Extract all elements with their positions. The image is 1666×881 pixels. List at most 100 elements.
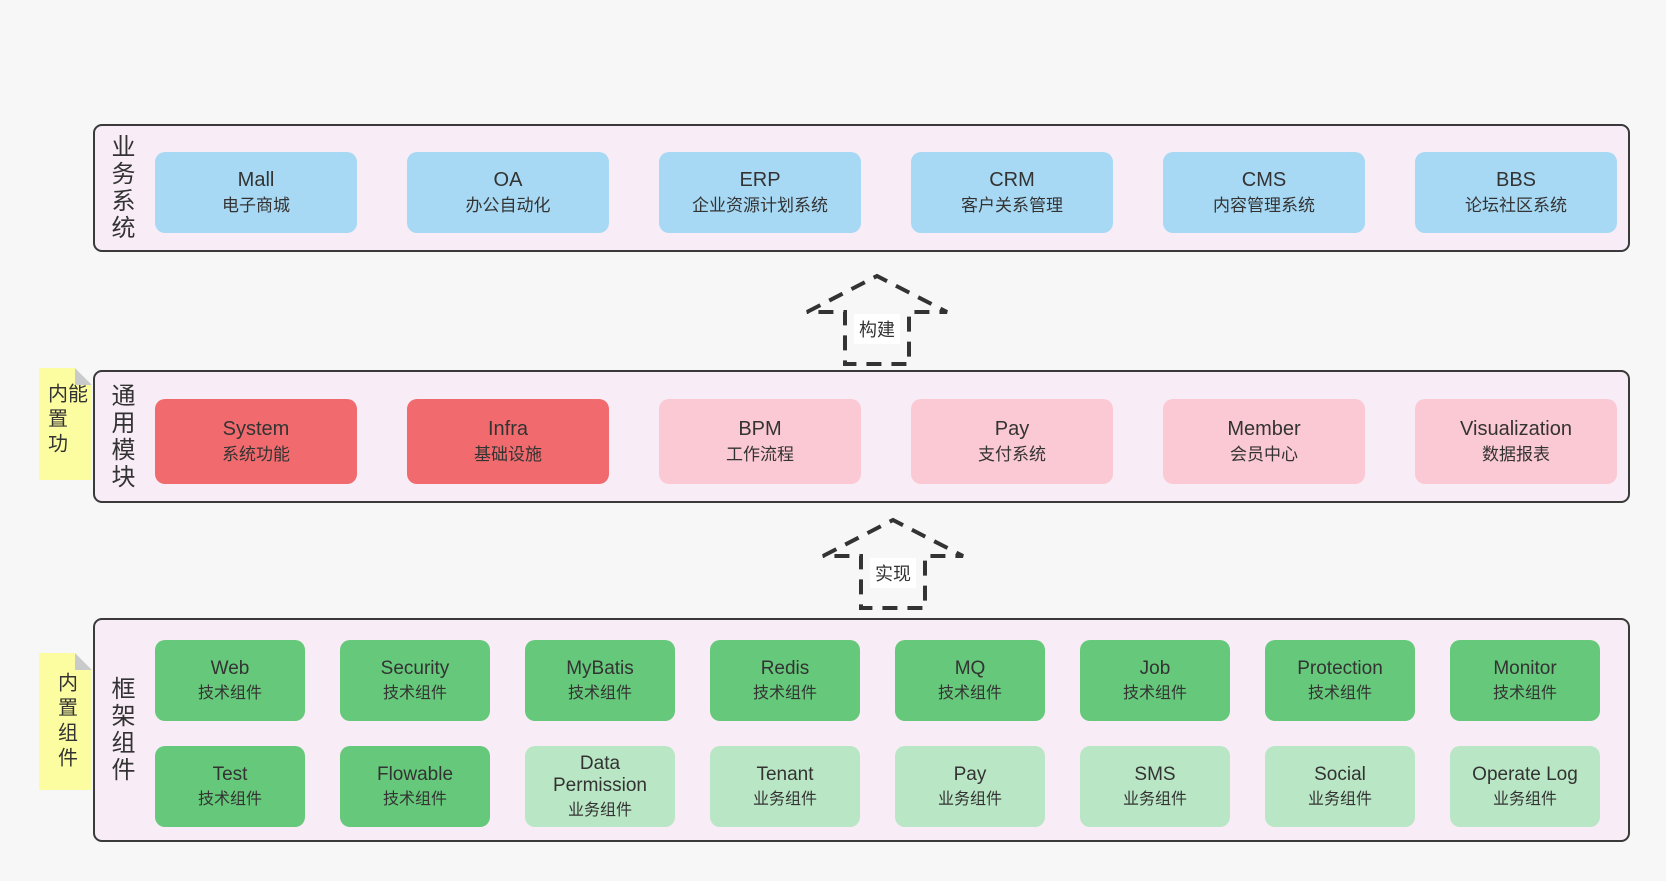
box-mq: MQ 技术组件: [895, 640, 1045, 721]
box-subtitle: 技术组件: [382, 684, 447, 702]
band-label: 通用模块: [107, 382, 134, 491]
box-subtitle: 技术组件: [752, 684, 817, 702]
box-title: Flowable: [376, 764, 454, 785]
box-subtitle: 基础设施: [474, 445, 542, 465]
box-infra: Infra 基础设施: [407, 399, 609, 484]
box-title: Web: [210, 658, 250, 679]
box-subtitle: 系统功能: [222, 445, 290, 465]
box-subtitle: 技术组件: [567, 684, 632, 702]
box-title: CRM: [989, 169, 1035, 192]
box-subtitle: 技术组件: [197, 684, 262, 702]
box-title: Visualization: [1460, 418, 1572, 441]
box-title: MyBatis: [566, 658, 634, 679]
framework-row-1: Web 技术组件 Security 技术组件 MyBatis 技术组件 Redi…: [155, 640, 1600, 721]
box-title: Monitor: [1493, 658, 1557, 679]
box-tenant: Tenant 业务组件: [710, 746, 860, 827]
box-job: Job 技术组件: [1080, 640, 1230, 721]
box-monitor: Monitor 技术组件: [1450, 640, 1600, 721]
box-pay-component: Pay 业务组件: [895, 746, 1045, 827]
build-arrow-label: 构建: [854, 314, 900, 344]
box-title: Pay: [994, 418, 1030, 441]
box-sms: SMS 业务组件: [1080, 746, 1230, 827]
box-cms: CMS 内容管理系统: [1163, 152, 1365, 233]
box-redis: Redis 技术组件: [710, 640, 860, 721]
framework-row-2: Test 技术组件 Flowable 技术组件 Data Permission …: [155, 746, 1600, 827]
sticky-note-builtin-components: 内置组件: [39, 653, 92, 790]
box-erp: ERP 企业资源计划系统: [659, 152, 861, 233]
box-operate-log: Operate Log 业务组件: [1450, 746, 1600, 827]
box-subtitle: 客户关系管理: [961, 196, 1063, 216]
box-subtitle: 技术组件: [197, 790, 262, 808]
box-title: Data Permission: [553, 752, 647, 797]
box-mybatis: MyBatis 技术组件: [525, 640, 675, 721]
box-title: Redis: [760, 658, 810, 679]
band-common-modules: 通用模块 System 系统功能 Infra 基础设施 BPM 工作流程 Pay…: [93, 370, 1630, 503]
box-subtitle: 业务组件: [1122, 790, 1187, 808]
box-protection: Protection 技术组件: [1265, 640, 1415, 721]
box-title: Job: [1139, 658, 1171, 679]
box-title: SMS: [1134, 764, 1176, 785]
up-arrow-icon: [822, 517, 964, 610]
box-subtitle: 技术组件: [937, 684, 1002, 702]
box-title: Infra: [487, 418, 529, 441]
common-modules-row: System 系统功能 Infra 基础设施 BPM 工作流程 Pay 支付系统…: [155, 399, 1617, 484]
box-subtitle: 技术组件: [1492, 684, 1557, 702]
sticky-note-text: 内置组件: [54, 672, 77, 772]
box-web: Web 技术组件: [155, 640, 305, 721]
box-title: ERP: [739, 169, 781, 192]
sticky-note-text: 内置功能: [44, 383, 87, 458]
box-title: BPM: [738, 418, 782, 441]
box-title: Security: [380, 658, 450, 679]
box-title: Protection: [1297, 658, 1383, 679]
box-subtitle: 内容管理系统: [1213, 196, 1315, 216]
box-subtitle: 办公自动化: [465, 196, 551, 216]
box-subtitle: 会员中心: [1230, 445, 1298, 465]
box-title: CMS: [1241, 169, 1287, 192]
box-flowable: Flowable 技术组件: [340, 746, 490, 827]
box-bbs: BBS 论坛社区系统: [1415, 152, 1617, 233]
box-mall: Mall 电子商城: [155, 152, 357, 233]
box-member: Member 会员中心: [1163, 399, 1365, 484]
box-subtitle: 数据报表: [1482, 445, 1550, 465]
box-subtitle: 业务组件: [567, 802, 632, 820]
box-title: System: [222, 418, 290, 441]
box-subtitle: 技术组件: [382, 790, 447, 808]
box-security: Security 技术组件: [340, 640, 490, 721]
box-title: Mall: [237, 169, 275, 192]
implement-arrow: 实现: [821, 516, 965, 612]
box-test: Test 技术组件: [155, 746, 305, 827]
box-subtitle: 业务组件: [937, 790, 1002, 808]
box-subtitle: 工作流程: [726, 445, 794, 465]
up-arrow-icon: [806, 273, 948, 366]
box-visualization: Visualization 数据报表: [1415, 399, 1617, 484]
box-oa: OA 办公自动化: [407, 152, 609, 233]
implement-arrow-label: 实现: [870, 558, 916, 588]
box-pay-module: Pay 支付系统: [911, 399, 1113, 484]
box-subtitle: 技术组件: [1307, 684, 1372, 702]
box-subtitle: 业务组件: [1492, 790, 1557, 808]
box-crm: CRM 客户关系管理: [911, 152, 1113, 233]
band-business-systems: 业务系统 Mall 电子商城 OA 办公自动化 ERP 企业资源计划系统 CRM…: [93, 124, 1630, 252]
band-framework-components: 框架组件 Web 技术组件 Security 技术组件 MyBatis 技术组件…: [93, 618, 1630, 842]
band-label: 框架组件: [107, 676, 134, 784]
box-title: Pay: [953, 764, 987, 785]
box-title: Member: [1227, 418, 1301, 441]
box-subtitle: 企业资源计划系统: [692, 196, 828, 216]
business-systems-row: Mall 电子商城 OA 办公自动化 ERP 企业资源计划系统 CRM 客户关系…: [155, 152, 1617, 233]
box-subtitle: 论坛社区系统: [1465, 196, 1567, 216]
box-subtitle: 支付系统: [978, 445, 1046, 465]
box-system: System 系统功能: [155, 399, 357, 484]
box-subtitle: 电子商城: [222, 196, 290, 216]
box-data-permission: Data Permission 业务组件: [525, 746, 675, 827]
box-subtitle: 业务组件: [1307, 790, 1372, 808]
box-title: Social: [1314, 764, 1366, 785]
box-title: Tenant: [756, 764, 814, 785]
build-arrow: 构建: [805, 272, 949, 368]
box-subtitle: 业务组件: [752, 790, 817, 808]
box-subtitle: 技术组件: [1122, 684, 1187, 702]
box-bpm: BPM 工作流程: [659, 399, 861, 484]
box-social: Social 业务组件: [1265, 746, 1415, 827]
folded-corner-icon: [75, 368, 92, 385]
box-title: MQ: [954, 658, 986, 679]
box-title: Test: [212, 764, 248, 785]
